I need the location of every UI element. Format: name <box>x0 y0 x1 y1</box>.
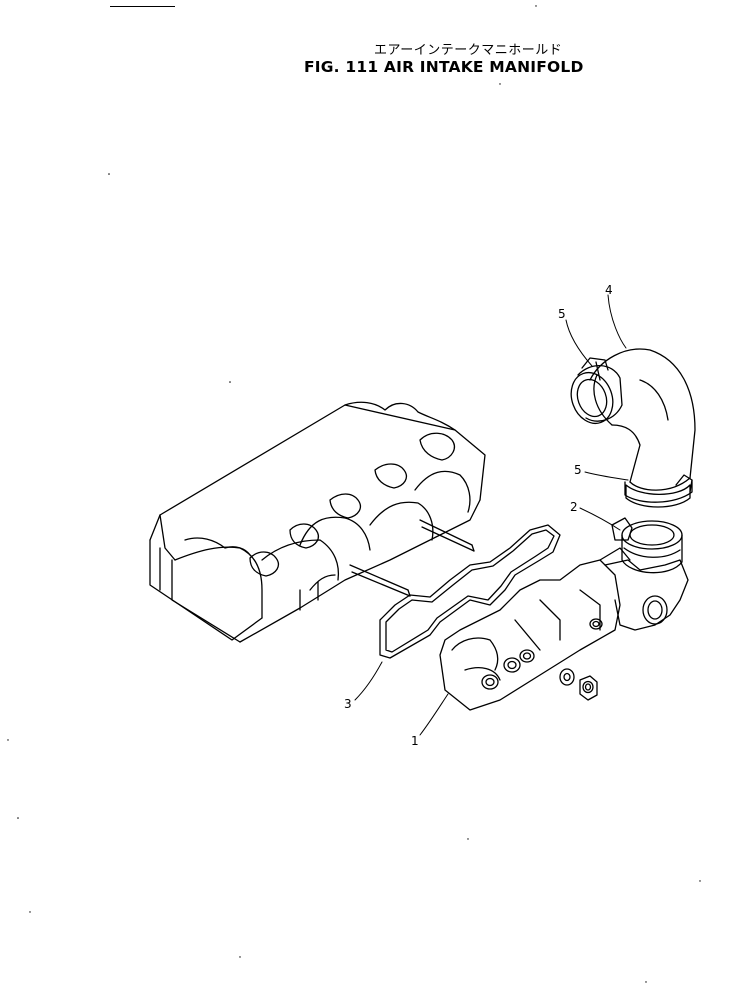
leader-4 <box>607 294 627 349</box>
gasket <box>379 524 561 659</box>
callout-elbow-outlet: 2 <box>570 500 578 514</box>
leader-5-lower <box>584 471 629 481</box>
callout-clamp-lower: 5 <box>574 463 582 477</box>
air-hose-elbow <box>570 348 696 503</box>
callouts: 4 5 5 2 3 1 <box>344 283 613 748</box>
callout-hose: 4 <box>605 283 613 297</box>
hose-clamp-upper <box>577 357 623 422</box>
leader-2 <box>579 507 621 531</box>
callout-gasket: 3 <box>344 697 352 711</box>
figure-title: FIG. 111 AIR INTAKE MANIFOLD <box>304 58 584 76</box>
washer <box>559 668 575 686</box>
leader-1 <box>419 693 449 736</box>
nut <box>579 675 598 701</box>
hose-clamp-lower <box>625 474 693 508</box>
scan-specks <box>7 5 701 983</box>
intake-manifold <box>439 517 689 711</box>
callout-manifold: 1 <box>411 734 419 748</box>
leader-5-upper <box>565 319 593 367</box>
leader-lines <box>354 294 629 736</box>
figure-title-japanese: エアーインテークマニホールド <box>374 43 563 58</box>
top-rule <box>110 6 175 7</box>
callout-clamp-upper: 5 <box>558 307 566 321</box>
cylinder-head <box>149 401 486 643</box>
leader-3 <box>354 661 383 701</box>
